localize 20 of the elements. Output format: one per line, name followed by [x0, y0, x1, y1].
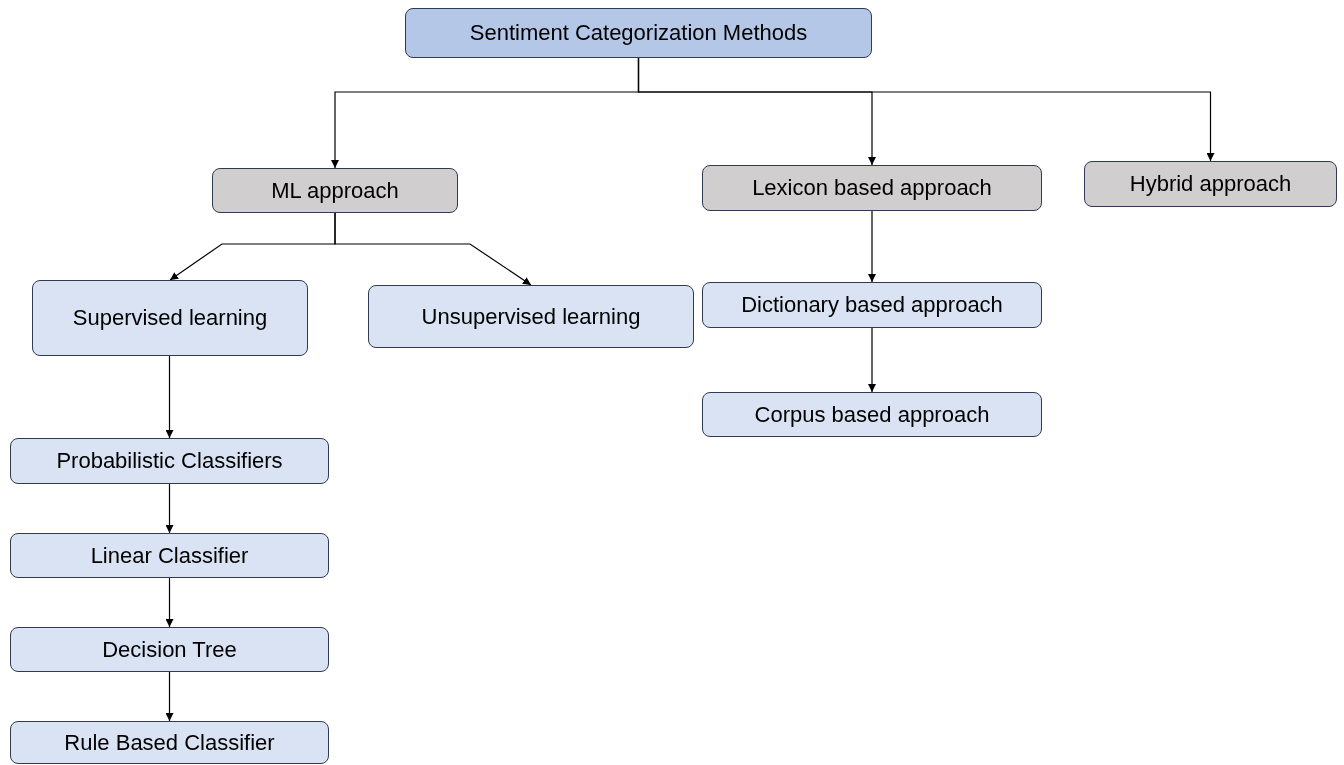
process-box: Corpus based approach — [702, 392, 1042, 437]
process-box: Rule Based Classifier — [10, 721, 329, 764]
arrow — [165, 671, 174, 722]
process-box: Linear Classifier — [10, 533, 329, 578]
arrow — [334, 212, 532, 286]
process-box: Sentiment Categorization Methods — [405, 8, 872, 58]
process-box: ML approach — [212, 168, 458, 213]
process-box: Probabilistic Classifiers — [10, 438, 329, 484]
arrow — [165, 355, 174, 439]
process-box: Supervised learning — [32, 280, 308, 356]
arrow — [637, 57, 1215, 162]
process-box: Decision Tree — [10, 627, 329, 672]
arrow — [868, 327, 876, 393]
arrow — [165, 577, 174, 628]
process-box: Lexicon based approach — [702, 165, 1042, 211]
process-box: Hybrid approach — [1084, 161, 1337, 207]
arrow — [165, 483, 174, 534]
process-box: Unsupervised learning — [368, 285, 694, 348]
process-box: Dictionary based approach — [702, 282, 1042, 328]
arrow — [868, 210, 876, 283]
